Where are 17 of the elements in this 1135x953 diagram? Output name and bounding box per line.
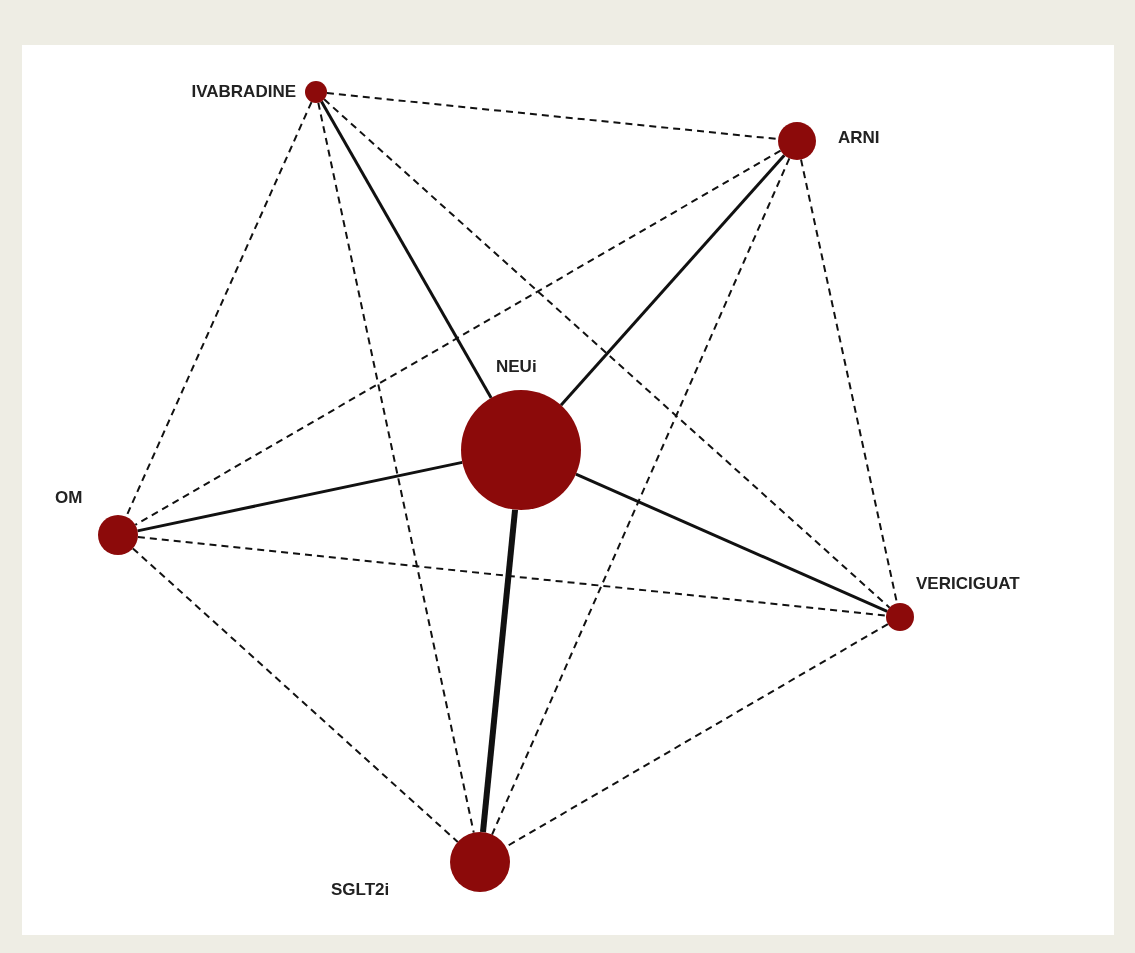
connector-line	[137, 460, 463, 533]
dashed-connector	[317, 101, 475, 834]
dashed-connector	[131, 547, 459, 843]
dashed-connector	[134, 149, 782, 526]
node-label: VERICIGUAT	[916, 574, 1020, 594]
dashed-connector	[491, 157, 791, 836]
dashed-connector	[136, 536, 888, 617]
node-label: IVABRADINE	[191, 82, 296, 102]
node-label: OM	[55, 488, 83, 508]
connector-line	[480, 509, 519, 833]
connector-line	[575, 472, 888, 613]
connector-line	[320, 100, 493, 399]
connector-line	[559, 154, 786, 407]
node-label: ARNI	[838, 128, 880, 148]
node-label: NEUi	[496, 357, 537, 377]
dashed-connector	[323, 98, 891, 609]
node-label: SGLT2i	[331, 880, 390, 900]
